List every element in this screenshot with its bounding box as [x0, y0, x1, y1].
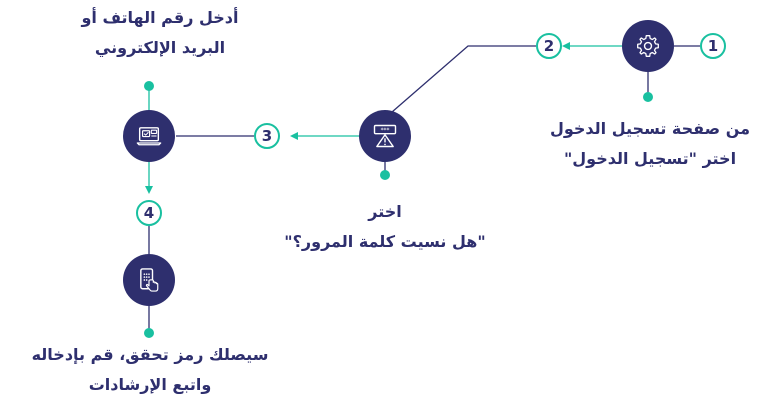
connector-line — [391, 45, 536, 113]
step-5-dot — [144, 328, 154, 338]
step-2-number: 2 — [536, 33, 562, 59]
step-5-label-line2: واتبع الإرشادات — [88, 375, 212, 394]
step-4-top-dot — [144, 81, 154, 91]
svg-text:***: *** — [381, 128, 390, 134]
step-1-label-line1: من صفحة تسجيل الدخول — [549, 119, 751, 138]
arrowhead — [562, 42, 570, 50]
step-4-label-line2: البريد الإلكتروني — [94, 38, 226, 57]
gear-icon — [637, 35, 659, 57]
password-warning-icon: *** — [373, 124, 397, 148]
step-4-number: 4 — [136, 200, 162, 226]
step-5-label-line1: سيصلك رمز تحقق، قم بإدخاله — [31, 345, 269, 364]
step-1-label-line2: اختر "تسجيل الدخول" — [563, 149, 737, 168]
step-4-circle — [123, 110, 175, 162]
step-4-label-line1: أدخل رقم الهاتف أو — [81, 8, 239, 27]
mobile-touch-icon — [140, 268, 159, 292]
step-3-label-line1: اختر — [368, 202, 402, 221]
laptop-id-card-icon — [136, 127, 162, 146]
step-4-label: أدخل رقم الهاتف أو البريد الإلكتروني — [40, 3, 280, 63]
step-1-label: من صفحة تسجيل الدخول اختر "تسجيل الدخول" — [500, 114, 772, 174]
step-3-dot — [380, 170, 390, 180]
step-3-circle: *** — [359, 110, 411, 162]
arrowhead — [290, 132, 298, 140]
step-3-label-line2: "هل نسيت كلمة المرور؟" — [284, 232, 486, 251]
step-5-circle — [123, 254, 175, 306]
step-1-dot — [643, 92, 653, 102]
step-1-number: 1 — [700, 33, 726, 59]
step-3-label: اختر "هل نسيت كلمة المرور؟" — [245, 197, 525, 257]
arrowhead — [145, 186, 153, 194]
step-1-circle — [622, 20, 674, 72]
step-5-label: سيصلك رمز تحقق، قم بإدخاله واتبع الإرشاد… — [2, 340, 298, 400]
step-3-number: 3 — [254, 123, 280, 149]
